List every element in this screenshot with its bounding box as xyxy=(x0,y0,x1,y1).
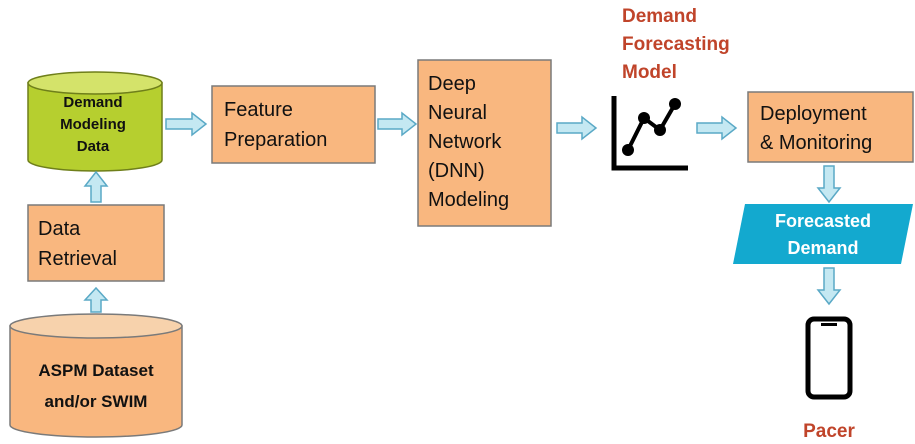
arrow-dnn-to-model xyxy=(556,115,598,141)
model-label-line-3: Model xyxy=(622,62,677,83)
arrow-modeling-data-to-feature xyxy=(165,111,208,137)
forecasted-demand-shape: Forecasted Demand xyxy=(733,204,913,264)
pacer-label: Pacer xyxy=(803,421,855,442)
line-chart-icon xyxy=(611,96,688,171)
deployment-line-1: Deployment xyxy=(760,103,867,125)
demand-modeling-data-line-2: Modeling xyxy=(60,116,126,133)
feature-preparation-line-1: Feature xyxy=(224,99,293,121)
dnn-line-3: Network xyxy=(428,131,502,153)
demand-modeling-data-cylinder: Demand Modeling Data xyxy=(27,71,163,172)
arrow-deployment-to-forecast xyxy=(816,165,842,204)
model-label-line-2: Forecasting xyxy=(622,34,730,55)
arrow-feature-to-dnn xyxy=(377,111,418,137)
dnn-modeling-box: Deep Neural Network (DNN) Modeling xyxy=(417,59,552,227)
model-label-line-1: Demand xyxy=(622,6,697,27)
aspm-dataset-line-2: and/or SWIM xyxy=(45,392,148,411)
data-retrieval-line-1: Data xyxy=(38,218,81,240)
data-retrieval-line-2: Retrieval xyxy=(38,248,117,270)
feature-preparation-line-2: Preparation xyxy=(224,129,327,151)
aspm-dataset-line-1: ASPM Dataset xyxy=(38,361,154,380)
data-retrieval-box: Data Retrieval xyxy=(27,204,165,282)
deployment-monitoring-box: Deployment & Monitoring xyxy=(747,91,914,163)
dnn-line-2: Neural xyxy=(428,102,487,124)
demand-modeling-data-line-3: Data xyxy=(77,138,110,155)
demand-modeling-data-line-1: Demand xyxy=(63,94,122,111)
arrow-forecast-to-pacer xyxy=(816,267,842,306)
feature-preparation-box: Feature Preparation xyxy=(211,85,376,164)
dnn-line-4: (DNN) xyxy=(428,160,485,182)
arrow-aspm-to-retrieval xyxy=(83,286,109,313)
arrow-model-to-deployment xyxy=(696,115,738,141)
forecasted-demand-line-2: Demand xyxy=(787,238,858,258)
arrow-retrieval-to-modeling-data xyxy=(83,170,109,203)
forecasted-demand-line-1: Forecasted xyxy=(775,211,871,231)
dnn-line-1: Deep xyxy=(428,73,476,95)
aspm-dataset-cylinder: ASPM Dataset and/or SWIM xyxy=(9,313,183,438)
dnn-line-5: Modeling xyxy=(428,189,509,211)
deployment-line-2: & Monitoring xyxy=(760,132,872,154)
smartphone-icon xyxy=(805,316,853,400)
